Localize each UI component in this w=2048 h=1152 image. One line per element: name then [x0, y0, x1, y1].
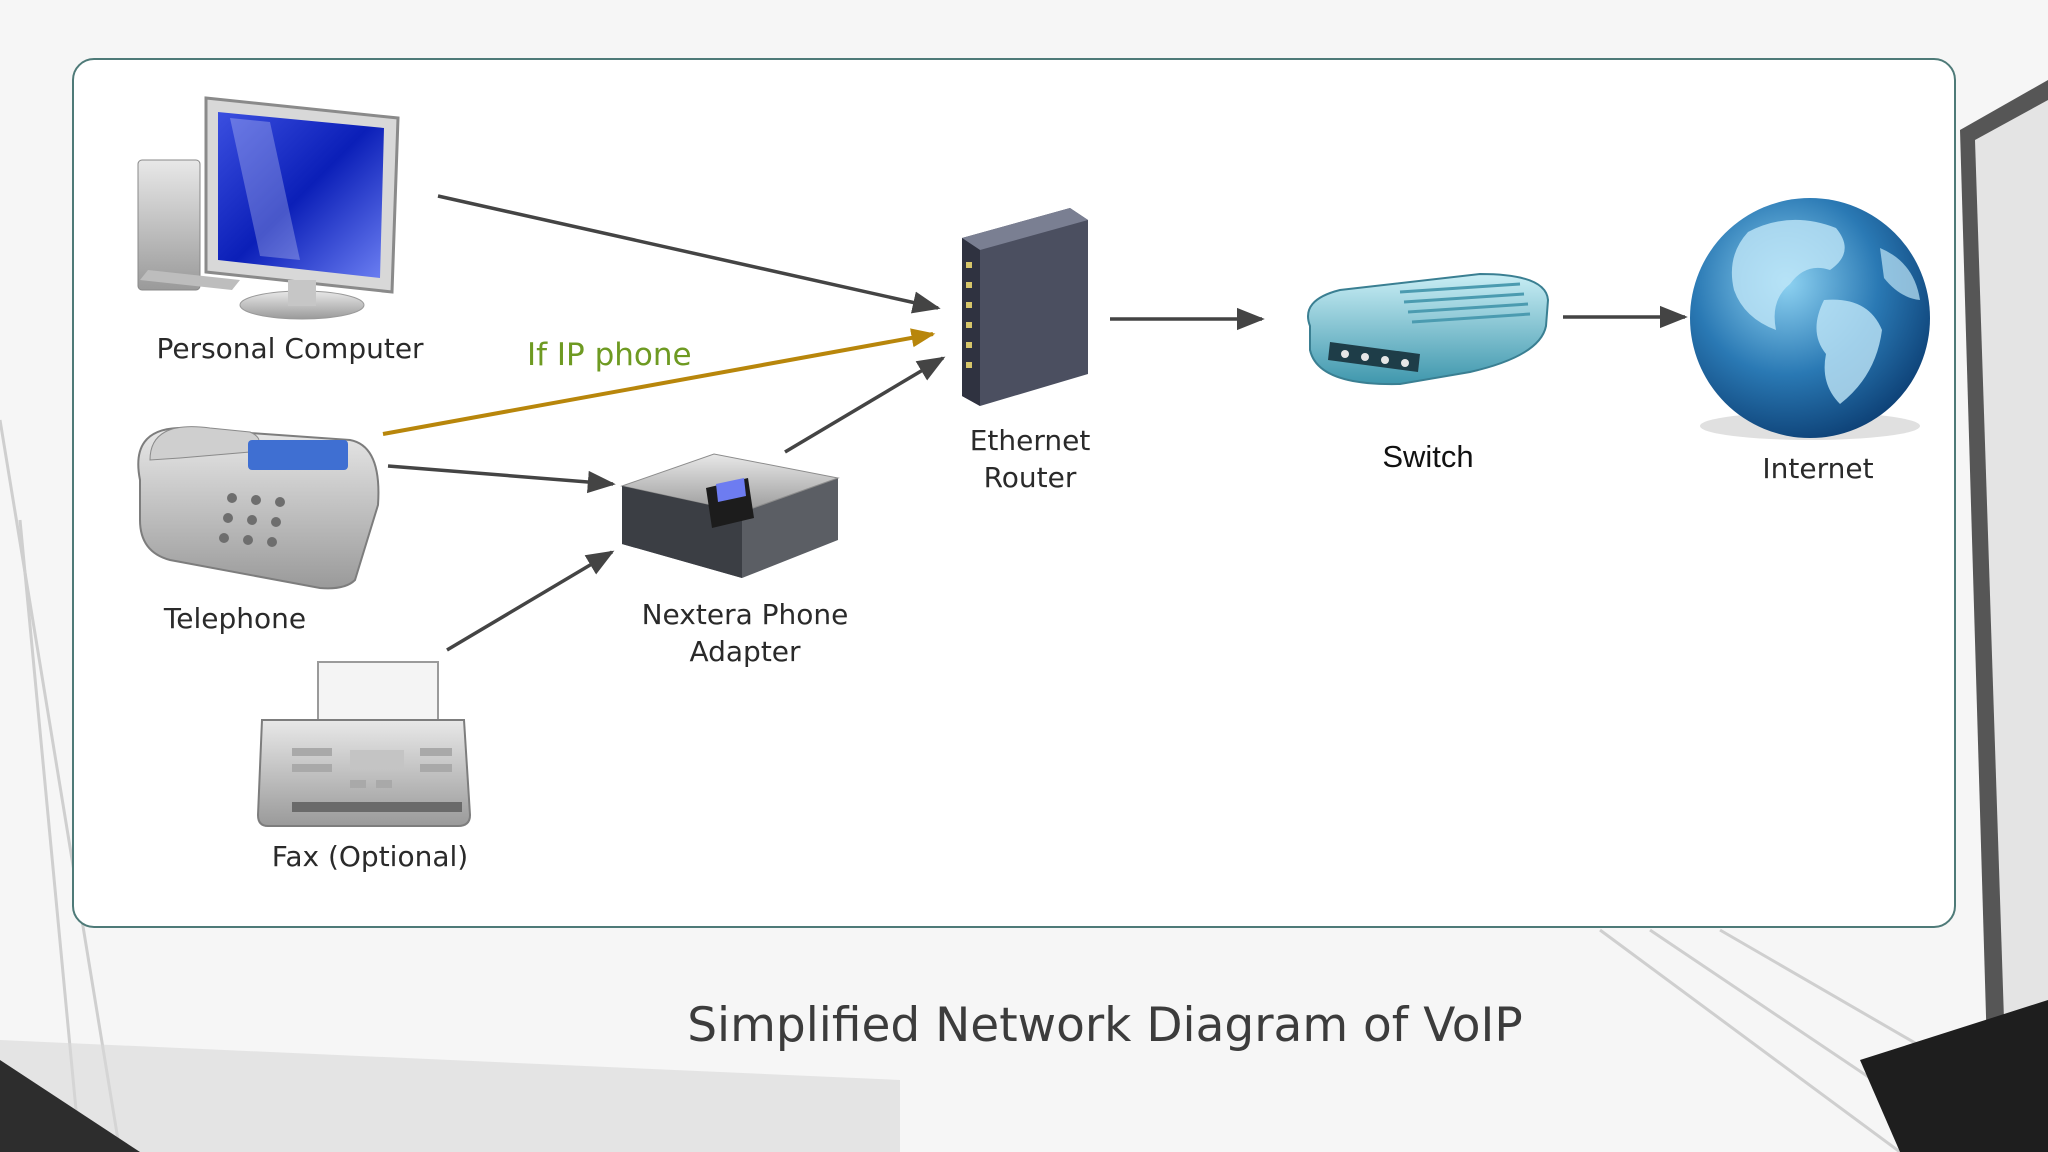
arrow-ip-phone-to-router: [382, 328, 936, 436]
phone-adapter-icon: [620, 453, 840, 578]
router-label: Ethernet Router: [969, 424, 1091, 494]
switch-label: Switch: [1382, 439, 1474, 474]
switch-icon: [1307, 272, 1550, 386]
phone-adapter-label: Nextera Phone Adapter: [641, 598, 849, 668]
diagram-caption: Simplified Network Diagram of VoIP: [687, 998, 1523, 1053]
telephone-label: Telephone: [163, 602, 307, 635]
arrow-pc-to-router: [437, 194, 941, 314]
personal-computer-label: Personal Computer: [156, 332, 424, 365]
globe-icon: [1690, 198, 1930, 440]
arrow-fax-to-adapter: [446, 550, 615, 652]
fax-label: Fax (Optional): [271, 840, 469, 873]
internet-label: Internet: [1762, 452, 1874, 485]
arrow-adapter-to-router: [784, 356, 946, 454]
telephone-icon: [137, 426, 380, 590]
arrow-telephone-to-adapter: [387, 464, 616, 494]
personal-computer-icon: [137, 96, 400, 320]
router-icon: [962, 208, 1088, 406]
ip-phone-annotation: If IP phone: [527, 337, 692, 373]
fax-icon: [256, 661, 472, 827]
